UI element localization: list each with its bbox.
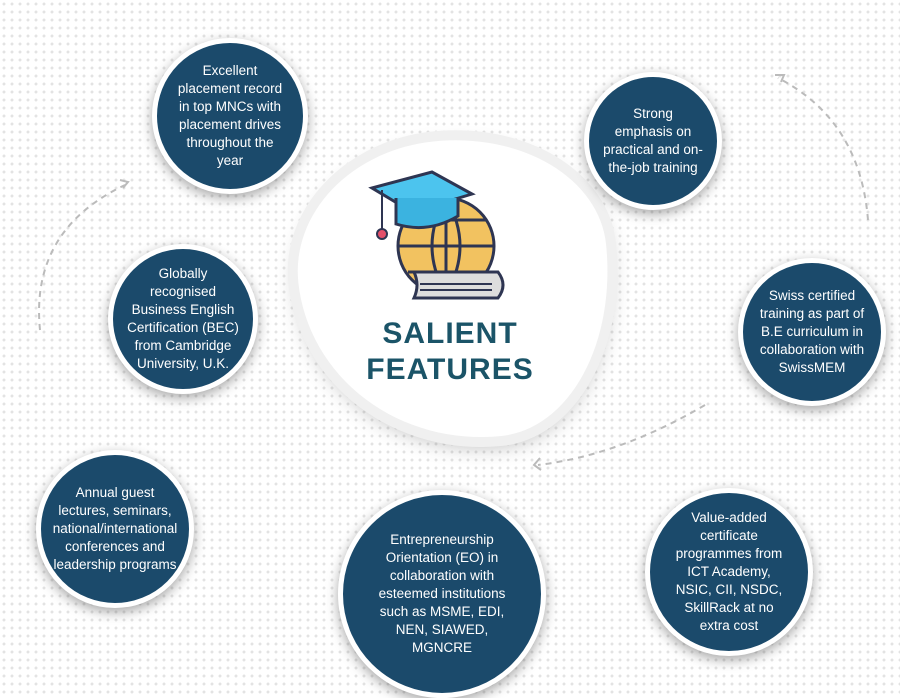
feature-text: Globally recognised Business English Cer… xyxy=(127,266,239,371)
page-title: SALIENT FEATURES xyxy=(330,316,570,388)
feature-guest-lectures: Annual guest lectures, seminars, nationa… xyxy=(36,450,194,608)
title-line-2: FEATURES xyxy=(366,353,534,386)
feature-value-added: Value-added certificate programmes from … xyxy=(645,488,813,656)
title-line-1: SALIENT xyxy=(382,317,518,350)
feature-practical-training: Strong emphasis on practical and on-the-… xyxy=(584,72,722,210)
feature-placement: Excellent placement record in top MNCs w… xyxy=(152,38,308,194)
feature-entrepreneurship: Entrepreneurship Orientation (EO) in col… xyxy=(338,490,546,698)
feature-text: Strong emphasis on practical and on-the-… xyxy=(603,106,703,175)
feature-text: Annual guest lectures, seminars, nationa… xyxy=(52,485,178,572)
feature-text: Entrepreneurship Orientation (EO) in col… xyxy=(378,532,506,655)
feature-text: Excellent placement record in top MNCs w… xyxy=(177,63,283,168)
feature-text: Value-added certificate programmes from … xyxy=(675,510,783,633)
feature-bec: Globally recognised Business English Cer… xyxy=(108,244,258,394)
graduation-globe-icon xyxy=(368,170,505,300)
feature-text: Swiss certified training as part of B.E … xyxy=(759,288,865,375)
feature-swiss: Swiss certified training as part of B.E … xyxy=(738,258,886,406)
